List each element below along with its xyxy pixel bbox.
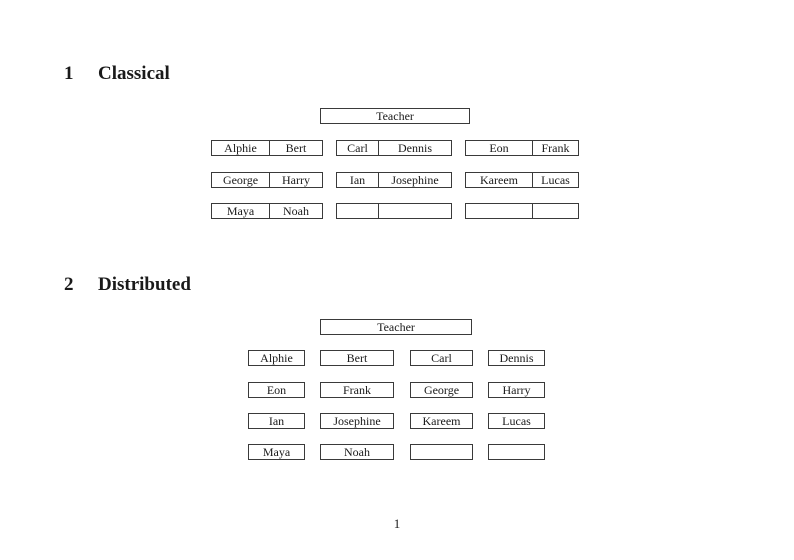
classical-seat-r3c2-left (337, 204, 379, 218)
classical-desk-r2c3: Kareem Lucas (465, 172, 579, 188)
classical-seat-r3c2-right (379, 204, 451, 218)
distributed-seat-r3c1: Ian (248, 413, 305, 429)
classical-seat-r2c2-left: Ian (337, 173, 379, 187)
section-heading-classical: 1 Classical (64, 63, 170, 85)
teacher-label: Teacher (376, 109, 414, 123)
section-title: Classical (98, 63, 170, 84)
distributed-seat-r4c4 (488, 444, 545, 460)
classical-seat-r3c3-right (533, 204, 578, 218)
classical-desk-r3c3 (465, 203, 579, 219)
page-number: 1 (393, 516, 401, 531)
classical-seat-r3c3-left (466, 204, 533, 218)
classical-seat-r2c1-left: George (212, 173, 270, 187)
classical-desk-r1c2: Carl Dennis (336, 140, 452, 156)
distributed-teacher-box: Teacher (320, 319, 472, 335)
distributed-seat-r2c3: George (410, 382, 473, 398)
classical-seat-r3c1-left: Maya (212, 204, 270, 218)
distributed-seat-r4c2: Noah (320, 444, 394, 460)
distributed-seat-r1c4: Dennis (488, 350, 545, 366)
classical-seat-r1c2-right: Dennis (398, 141, 432, 155)
classical-seat-r1c3-right: Frank (541, 141, 570, 155)
classical-teacher-box: Teacher (320, 108, 470, 124)
distributed-seat-r1c2: Bert (320, 350, 394, 366)
distributed-seat-r3c3: Kareem (410, 413, 473, 429)
section-number: 2 (64, 274, 74, 295)
distributed-seat-r1c3: Carl (410, 350, 473, 366)
section-heading-distributed: 2 Distributed (64, 274, 191, 296)
classical-seat-r2c2-right: Josephine (391, 173, 439, 187)
distributed-seat-r4c3 (410, 444, 473, 460)
classical-seat-r1c2-left: Carl (337, 141, 379, 155)
classical-seat-r1c3-left: Eon (466, 141, 533, 155)
section-title: Distributed (98, 274, 191, 295)
classical-seat-r1c1-right: Bert (285, 141, 307, 155)
classical-desk-r3c1: Maya Noah (211, 203, 323, 219)
classical-seat-r2c3-left: Kareem (466, 173, 533, 187)
classical-desk-r2c2: Ian Josephine (336, 172, 452, 188)
teacher-label: Teacher (377, 320, 415, 334)
distributed-seat-r1c1: Alphie (248, 350, 305, 366)
distributed-seat-r4c1: Maya (248, 444, 305, 460)
classical-seat-r2c3-right: Lucas (541, 173, 570, 187)
classical-desk-r1c3: Eon Frank (465, 140, 579, 156)
classical-desk-r2c1: George Harry (211, 172, 323, 188)
classical-seat-r1c1-left: Alphie (212, 141, 270, 155)
distributed-seat-r3c2: Josephine (320, 413, 394, 429)
distributed-seat-r3c4: Lucas (488, 413, 545, 429)
section-number: 1 (64, 63, 74, 84)
distributed-seat-r2c1: Eon (248, 382, 305, 398)
distributed-seat-r2c2: Frank (320, 382, 394, 398)
classical-seat-r2c1-right: Harry (282, 173, 310, 187)
distributed-seat-r2c4: Harry (488, 382, 545, 398)
classical-desk-r3c2 (336, 203, 452, 219)
classical-desk-r1c1: Alphie Bert (211, 140, 323, 156)
classical-seat-r3c1-right: Noah (283, 204, 309, 218)
